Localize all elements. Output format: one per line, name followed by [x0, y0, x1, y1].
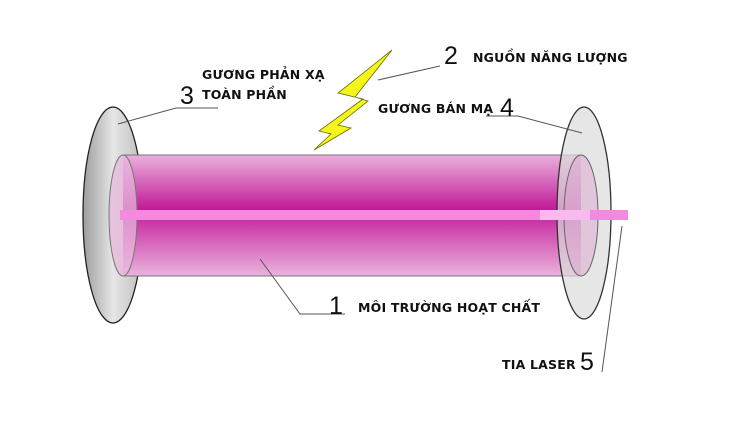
leader-line-energy-source — [377, 65, 441, 81]
laser-beam — [120, 210, 628, 220]
active-medium-label: MÔI TRƯỜNG HOẠT CHẤT — [358, 300, 541, 315]
lightning-bolt-icon — [313, 49, 393, 151]
full-mirror-label-line2: TOÀN PHẦN — [202, 87, 287, 102]
laser-beam-label: TIA LASER — [502, 357, 576, 372]
laser-beam-number: 5 — [580, 348, 594, 376]
leader-lines — [117, 65, 623, 373]
half-mirror-label: GƯƠNG BÁN MẠ — [378, 101, 494, 116]
leader-line-full-mirror — [117, 107, 218, 125]
leader-line-laser-beam — [601, 225, 623, 373]
energy-source-number: 2 — [444, 42, 458, 70]
half-mirror-number: 4 — [500, 94, 514, 122]
active-medium-number: 1 — [329, 292, 343, 320]
energy-source-label: NGUỒN NĂNG LƯỢNG — [473, 50, 628, 65]
leader-line-half-mirror — [486, 115, 583, 134]
full-mirror-label-line1: GƯƠNG PHẢN XẠ — [202, 67, 325, 82]
leader-line-active-medium — [259, 258, 345, 315]
full-mirror-number: 3 — [180, 82, 194, 110]
laser-beam-glow — [540, 210, 590, 220]
